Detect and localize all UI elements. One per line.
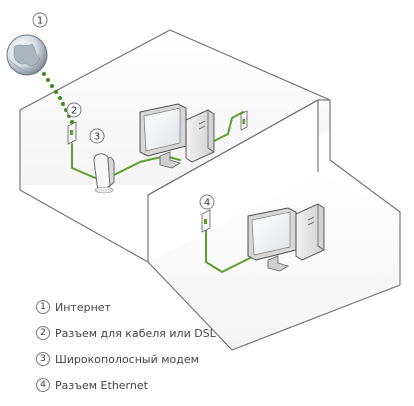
front-room-front-edge: [147, 261, 401, 351]
callout-4-number: 4: [204, 198, 210, 209]
legend-number: 2: [36, 326, 50, 340]
legend-number: 3: [36, 352, 50, 366]
dsl-line: [42, 72, 74, 124]
jack-to-modem-cable: [71, 143, 101, 181]
legend-number: 1: [36, 300, 50, 314]
internet-globe: [6, 34, 48, 76]
callout-3-number: 3: [94, 132, 100, 143]
front-room-computer: [247, 203, 325, 272]
legend-item-ethernet-jack: 4 Разъем Ethernet: [36, 372, 396, 398]
legend-label: Разъем Ethernet: [55, 378, 148, 392]
legend-item-cable-dsl-jack: 2 Разъем для кабеля или DSL: [36, 320, 396, 346]
ethernet-jack: [201, 209, 211, 233]
callout-1: 1: [32, 12, 48, 28]
legend-item-modem: 3 Широкополосный модем: [36, 346, 396, 372]
legend-number: 4: [36, 378, 50, 392]
callout-2: 2: [66, 102, 82, 118]
callout-3: 3: [89, 128, 105, 144]
back-room-floor-edge: [19, 189, 149, 263]
back-room-back-wall: [169, 29, 331, 101]
legend-label: Разъем для кабеля или DSL: [55, 326, 216, 340]
back-room-computer: [139, 103, 215, 169]
legend: 1 Интернет 2 Разъем для кабеля или DSL 3…: [36, 294, 396, 398]
legend-label: Широкополосный модем: [55, 352, 199, 366]
back-room-left-wall: [19, 29, 171, 111]
callout-4: 4: [199, 194, 215, 210]
partition-wall-top: [147, 99, 319, 196]
callout-2-number: 2: [71, 106, 77, 117]
legend-label: Интернет: [55, 300, 111, 314]
modem-to-computer-cable: [111, 155, 181, 177]
back-wall-jack: [240, 110, 248, 131]
legend-item-internet: 1 Интернет: [36, 294, 396, 320]
front-room-right-wall: [329, 159, 401, 285]
broadband-modem: [93, 153, 115, 194]
callout-1-number: 1: [37, 16, 43, 27]
cables: [71, 111, 263, 273]
cable-dsl-jack: [67, 121, 77, 145]
